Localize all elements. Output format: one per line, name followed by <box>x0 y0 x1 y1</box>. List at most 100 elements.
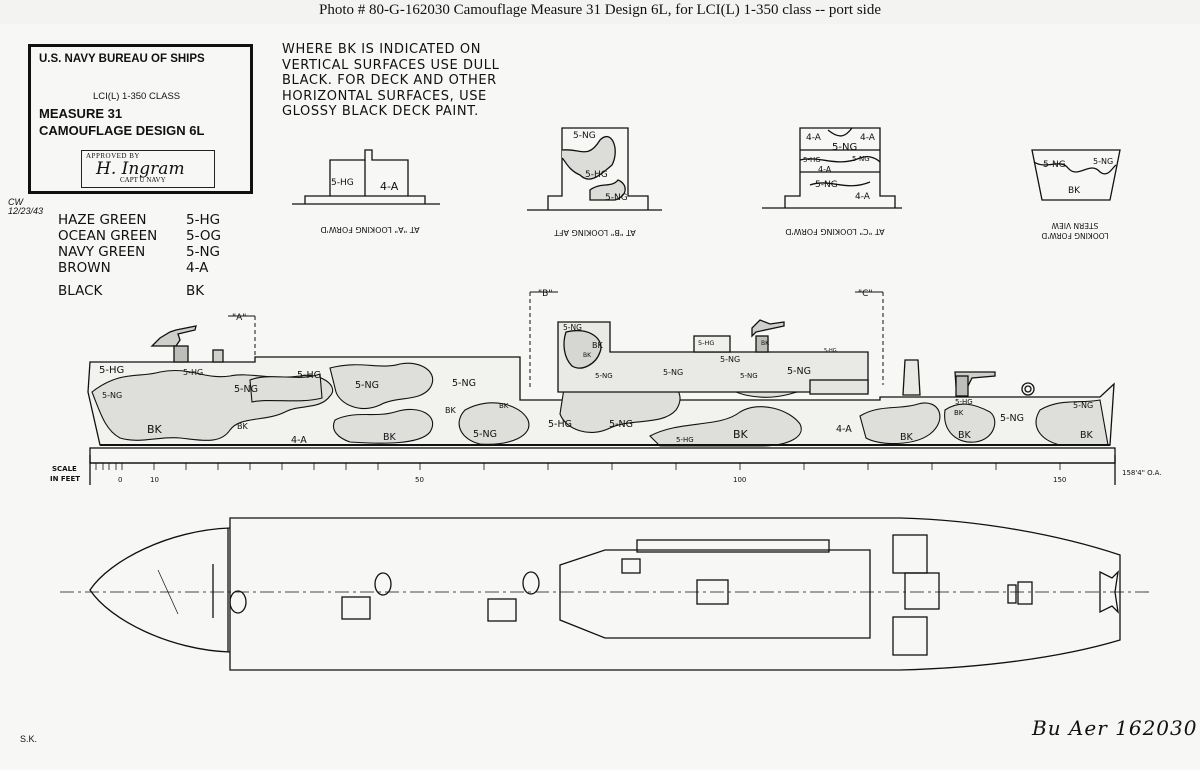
profile-label: 5-NG <box>720 355 740 364</box>
marker-b: "B" <box>538 289 552 299</box>
section-c-label: 4-A <box>806 133 822 143</box>
scale-label: SCALE <box>52 465 77 473</box>
profile-label: BK <box>445 406 456 415</box>
legend-row: BLACK BK <box>58 283 228 300</box>
profile-label: BK <box>147 423 163 436</box>
legend-name: HAZE GREEN <box>58 212 147 228</box>
scale-tick: 100 <box>733 476 746 484</box>
legend-code: 5-OG <box>186 228 221 244</box>
ship-profile <box>87 319 1115 447</box>
section-a-label: 5-HG <box>331 178 354 188</box>
profile-label: BK <box>954 409 964 417</box>
section-b: 5-NG 5-HG 5-NG AT "B" LOOKING AFT <box>527 127 662 237</box>
initials-date: 12/23/43 <box>8 206 44 216</box>
section-stern: 5-NG 5-NG BK STERN VIEW LOOKING FORW'D <box>1031 149 1121 240</box>
profile-label: 5-NG <box>563 323 582 332</box>
profile-label: 5-HG <box>698 339 714 347</box>
section-markers: "A" "B" "C" <box>228 289 884 390</box>
legend-code: 4-A <box>186 260 209 276</box>
scale-tick: 10 <box>150 476 159 484</box>
section-c-label: 5-NG <box>832 142 857 153</box>
profile-label: BK <box>1080 430 1094 441</box>
profile-label: 5-NG <box>452 378 476 389</box>
profile-label: 5-NG <box>595 372 613 380</box>
approval-rank: CAPT U NAVY <box>120 176 166 184</box>
stern-label: 5-NG <box>1093 157 1113 166</box>
section-a-caption: AT "A" LOOKING FORW'D <box>320 225 419 234</box>
section-b-label: 5-NG <box>605 193 628 203</box>
profile-label: 5-HG <box>183 368 203 377</box>
profile-label: BK <box>761 340 770 347</box>
approval-stamp: APPROVED BY H. Ingram CAPT U NAVY <box>81 150 215 188</box>
legend-row: BROWN 4-A <box>58 260 228 277</box>
scale-label: IN FEET <box>50 475 80 483</box>
legend-code: 5-NG <box>186 244 221 260</box>
profile-label: BK <box>383 432 397 443</box>
legend-row: OCEAN GREEN 5-OG <box>58 228 228 245</box>
section-a: 5-HG 4-A AT "A" LOOKING FORW'D <box>292 149 440 234</box>
legend-row: HAZE GREEN 5-HG <box>58 212 228 229</box>
title-class: LCI(L) 1-350 CLASS <box>93 91 181 102</box>
profile-label: 5-NG <box>609 419 633 430</box>
section-c-label: 4-A <box>860 133 876 143</box>
profile-label: 5-HG <box>824 348 837 354</box>
title-measure: MEASURE 31 <box>39 106 123 121</box>
section-a-label: 4-A <box>380 180 399 193</box>
scale-length: 158'4" O.A. <box>1122 469 1162 477</box>
section-b-label: 5-NG <box>573 131 596 141</box>
section-c-label: 4-A <box>818 165 832 174</box>
profile-label: BK <box>900 432 914 443</box>
stern-caption: LOOKING FORW'D <box>1041 231 1108 240</box>
stern-label: BK <box>1068 186 1081 196</box>
profile-label: 5-NG <box>787 366 811 377</box>
reviewer-initials: CW 12/23/43 <box>8 198 43 216</box>
profile-label: 4-A <box>836 424 852 435</box>
legend-code: BK <box>186 283 205 299</box>
scale-tick: 0 <box>118 476 122 484</box>
winch <box>1021 382 1035 396</box>
profile-label: BK <box>733 428 749 441</box>
marker-a: "A" <box>232 313 246 323</box>
title-design: CAMOUFLAGE DESIGN 6L <box>39 123 205 138</box>
section-c-label: 5-NG <box>852 155 870 163</box>
legend-name: BROWN <box>58 260 111 276</box>
legend-name: BLACK <box>58 283 103 299</box>
gun-mount-bridge <box>751 319 785 353</box>
paint-note: WHERE BK IS INDICATED ON VERTICAL SURFAC… <box>282 42 500 119</box>
plan-view <box>60 517 1150 671</box>
profile-label: BK <box>499 402 509 410</box>
buaer-number: Bu Aer 162030 <box>1032 716 1198 740</box>
approval-signature: H. Ingram <box>96 159 185 179</box>
bollard <box>212 349 224 363</box>
approved-label: APPROVED BY <box>86 152 140 160</box>
gun-mount-bow <box>150 325 197 363</box>
profile-label: 4-A <box>291 435 307 446</box>
section-c-caption: AT "C" LOOKING FORW'D <box>785 227 884 236</box>
photo-caption: Photo # 80-G-162030 Camouflage Measure 3… <box>319 2 881 18</box>
profile-label: 5-HG <box>676 436 694 444</box>
marker-c: "C" <box>858 289 873 299</box>
scale-tick: 50 <box>415 476 424 484</box>
profile-label: BK <box>592 341 603 350</box>
scale-bar: SCALE IN FEET 0 10 50 100 150 158'4" O.A… <box>50 447 1162 485</box>
profile-label: BK <box>958 430 972 441</box>
section-c: 4-A 4-A 5-NG 5-HG 5-NG 4-A 5-NG 4-A AT "… <box>762 127 902 236</box>
legend-name: OCEAN GREEN <box>58 228 158 244</box>
section-b-caption: AT "B" LOOKING AFT <box>554 228 636 237</box>
profile-label: 5-HG <box>548 419 572 430</box>
profile-label: 5-NG <box>102 391 122 400</box>
legend-name: NAVY GREEN <box>58 244 146 260</box>
profile-label: 5-HG <box>297 370 321 381</box>
title-agency: U.S. NAVY BUREAU OF SHIPS <box>39 53 205 65</box>
section-c-label: 4-A <box>855 192 871 202</box>
profile-label: 5-NG <box>663 368 683 377</box>
gun-mount-stern <box>954 371 996 397</box>
profile-label: 5-NG <box>1073 401 1093 410</box>
initials-name: CW <box>8 197 23 207</box>
profile-label: 5-NG <box>1000 413 1024 424</box>
stern-label: 5-NG <box>1043 160 1066 170</box>
profile-label: BK <box>237 422 248 431</box>
section-c-label: 5-HG <box>803 156 821 164</box>
scale-tick: 150 <box>1053 476 1066 484</box>
